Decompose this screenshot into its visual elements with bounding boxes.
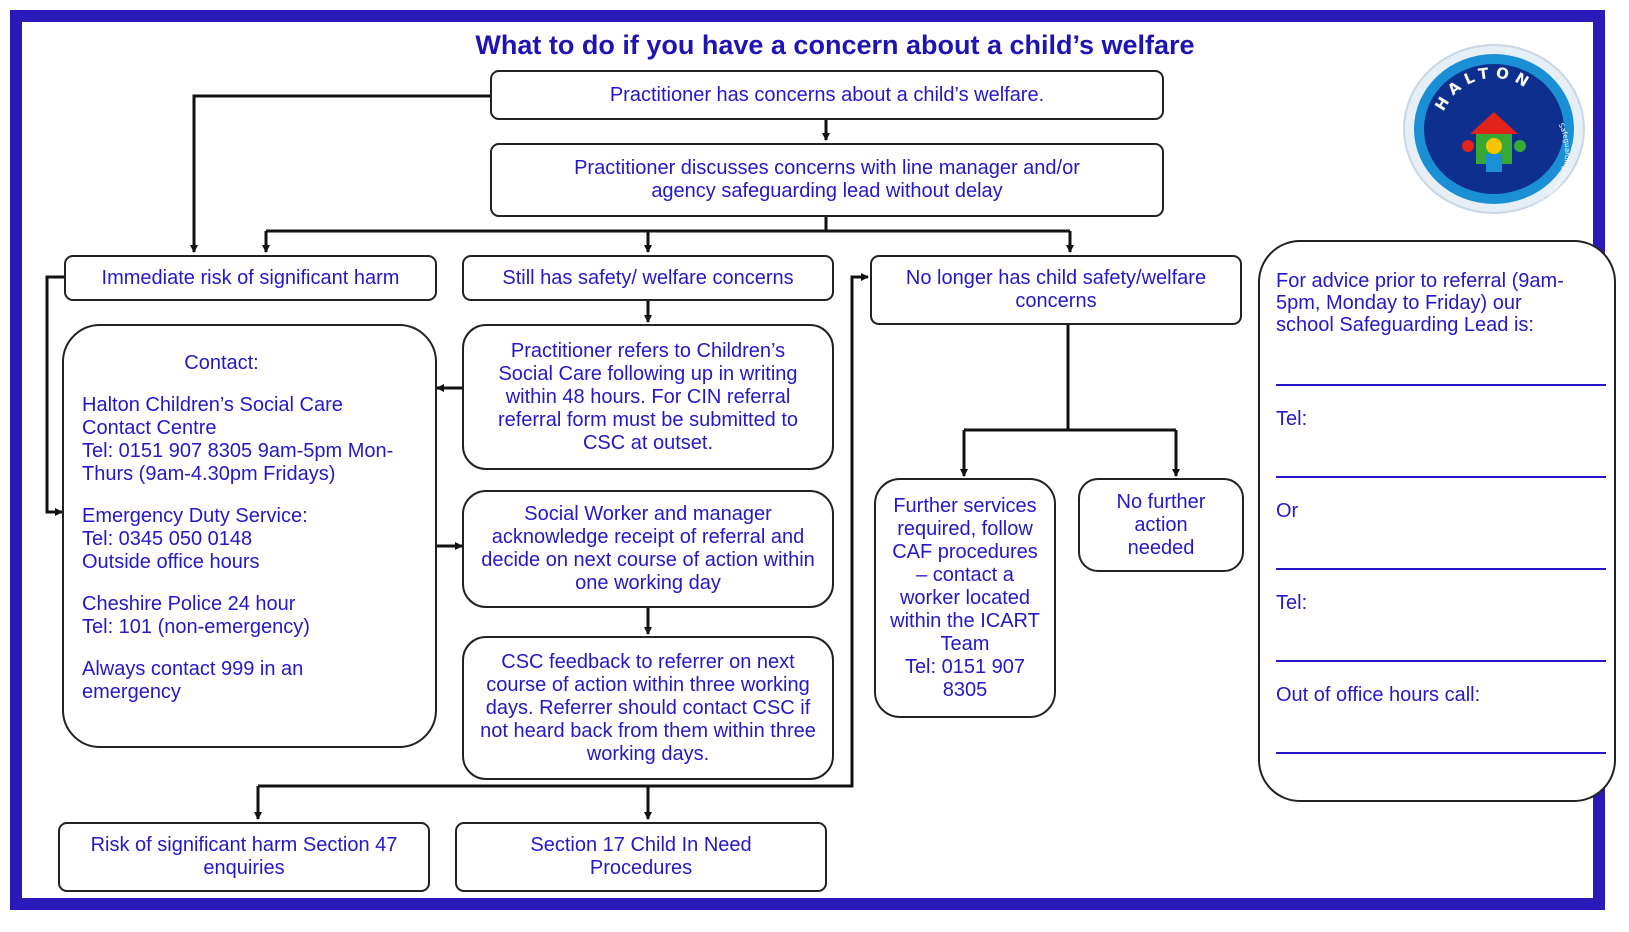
arrow-immediate-to-contact [45,275,64,516]
section47-line: Risk of significant harm Section 47 [90,834,398,856]
advice-intro-line: 5pm, Monday to Friday) our [1276,292,1522,314]
alt-tel-field[interactable] [1276,660,1606,662]
box-social-worker: Social Worker and manager acknowledge re… [462,490,834,608]
box-still-concerns: Still has safety/ welfare concerns [462,255,834,301]
feedback-line: not heard back from them within three [480,719,816,742]
feedback-line: days. Referrer should contact CSC if [485,696,811,719]
advice-intro: For advice prior to referral (9am- 5pm, … [1276,270,1606,336]
contact-eds-line: Outside office hours [82,551,260,573]
refers-line: within 48 hours. For CIN referral [505,385,791,408]
advice-intro-line: school Safeguarding Lead is: [1276,314,1534,336]
further-line: Team [940,632,990,655]
contact-halton-line: Halton Children’s Social Care [82,394,343,416]
logo-sun [1486,138,1502,154]
alt-contact-field[interactable] [1276,568,1606,570]
advice-tel-label: Tel: [1276,408,1308,430]
further-line: worker located [899,586,1031,609]
social-worker-line: Social Worker and manager [524,503,772,525]
lead-name-field[interactable] [1276,384,1606,386]
halton-logo: HALTON Safeguarding Children Board [1400,42,1588,216]
box-csc-feedback: CSC feedback to referrer on next course … [462,636,834,780]
box-discuss: Practitioner discusses concerns with lin… [490,143,1164,217]
contact-eds-line: Tel: 0345 050 0148 [82,528,253,550]
logo-door [1486,154,1502,172]
out-of-hours-field[interactable] [1276,752,1606,754]
contact-999-line: emergency [82,681,181,703]
further-line: CAF procedures [892,540,1038,563]
box-still-line: Still has safety/ welfare concerns [502,266,794,289]
advice-or-label: Or [1276,500,1299,522]
advice-panel: For advice prior to referral (9am- 5pm, … [1258,240,1616,802]
halton-logo-graphic: HALTON Safeguarding Children Board [1403,44,1585,214]
further-line: Further services [893,494,1037,517]
social-worker-line: acknowledge receipt of referral and [491,526,805,548]
further-line: 8305 [942,678,988,701]
page-title: What to do if you have a concern about a… [475,30,1195,60]
lead-tel-field[interactable] [1276,476,1606,478]
refers-line: referral form must be submitted to [497,408,799,431]
contact-title: Contact: [184,352,259,374]
refers-line: Social Care following up in writing [498,362,798,385]
logo-child-right [1514,140,1526,152]
box-no-further-action: No further action needed [1078,478,1244,572]
box-no-longer-concerns: No longer has child safety/welfare conce… [870,255,1242,325]
logo-child-left [1462,140,1474,152]
feedback-line: working days. [586,742,710,765]
social-worker-line: one working day [575,572,721,594]
contact-police-line: Tel: 101 (non-emergency) [82,616,310,638]
box-discuss-line: agency safeguarding lead without delay [651,180,1003,202]
box-no-longer-line: No longer has child safety/welfare [905,267,1207,289]
contact-halton-line: Thurs (9am-4.30pm Fridays) [82,463,336,485]
contact-999-line: Always contact 999 in an [82,658,304,680]
contact-halton-line: Tel: 0151 907 8305 9am-5pm Mon- [82,440,394,462]
advice-intro-line: For advice prior to referral (9am- [1276,270,1564,292]
box-immediate-risk: Immediate risk of significant harm [64,255,437,301]
further-line: within the ICART [890,609,1040,632]
box-concerns: Practitioner has concerns about a child’… [490,70,1164,120]
feedback-line: CSC feedback to referrer on next [501,650,795,673]
section17-line: Section 17 Child In Need [530,834,752,856]
advice-out-of-hours-label: Out of office hours call: [1276,684,1481,706]
no-further-line: No further [1116,490,1206,513]
box-immediate-line: Immediate risk of significant harm [101,266,400,289]
box-section-47: Risk of significant harm Section 47 enqu… [58,822,430,892]
arrow-concerns-to-immediate [190,94,490,253]
further-line: – contact a [916,563,1014,586]
logo-roof [1470,112,1518,134]
contact-eds-line: Emergency Duty Service: [82,505,308,527]
box-discuss-line: Practitioner discusses concerns with lin… [574,157,1080,179]
further-line: required, follow [897,517,1033,540]
no-further-line: action [1134,513,1188,536]
box-contact: Contact: Halton Children’s Social Care C… [62,324,437,748]
section17-line: Procedures [589,857,693,879]
advice-tel2-label: Tel: [1276,592,1308,614]
box-section-17: Section 17 Child In Need Procedures [455,822,827,892]
box-concerns-line: Practitioner has concerns about a child’… [609,83,1045,106]
feedback-line: course of action within three working [486,673,810,696]
refers-line: CSC at outset. [582,431,714,454]
box-practitioner-refers: Practitioner refers to Children’s Social… [462,324,834,470]
box-no-longer-line: concerns [1015,290,1097,312]
contact-halton-line: Contact Centre [82,417,217,439]
arrow-feedback-to-no-longer [648,273,869,788]
section47-line: enquiries [203,857,285,879]
further-line: Tel: 0151 907 [904,655,1026,678]
refers-line: Practitioner refers to Children’s [510,339,786,362]
no-further-line: needed [1127,536,1195,559]
social-worker-line: decide on next course of action within [481,549,815,571]
box-further-services: Further services required, follow CAF pr… [874,478,1056,718]
contact-police-line: Cheshire Police 24 hour [82,593,296,615]
